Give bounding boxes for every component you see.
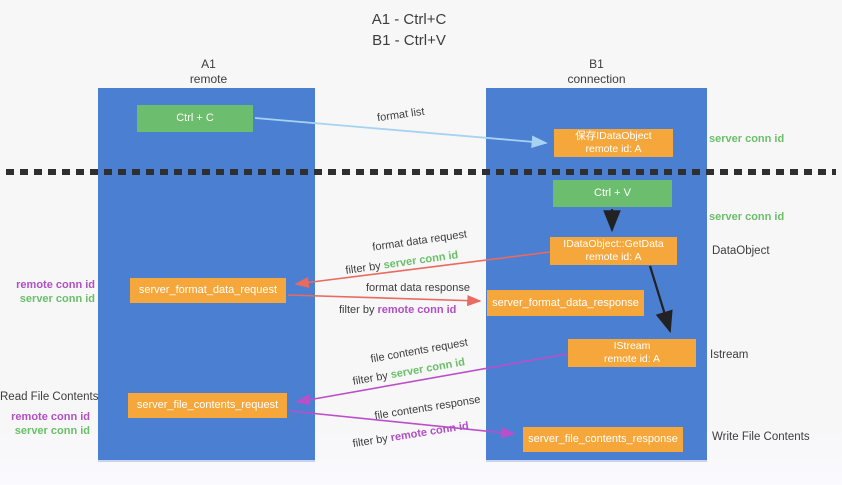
label-remote-conn-id-left-2: remote conn id — [11, 411, 90, 423]
left-conn-id-stack-1: remote conn id server conn id — [0, 278, 95, 306]
label-filter-by-server-1: filter by server conn id — [345, 249, 459, 277]
lifeline-header-b1: B1 connection — [486, 57, 707, 87]
label-write-file-contents: Write File Contents — [712, 431, 810, 443]
label-dataobject: DataObject — [712, 245, 770, 257]
label-server-conn-id-left-2: server conn id — [14, 425, 90, 437]
remote-conn-id-text: remote conn id — [377, 304, 457, 316]
server-format-data-response-label: server_format_data_response — [492, 296, 639, 309]
node-server-format-data-response: server_format_data_response — [487, 290, 644, 316]
node-istream: IStream remote id: A — [568, 339, 696, 367]
label-server-conn-id-right-top: server conn id — [709, 133, 785, 145]
label-remote-conn-id-left-1: remote conn id — [16, 279, 95, 291]
label-server-conn-id-right-mid: server conn id — [709, 211, 785, 223]
server-file-contents-response-label: server_file_contents_response — [528, 433, 678, 445]
label-istream-side: Istream — [710, 349, 749, 361]
filter-by-text: filter by — [344, 260, 382, 277]
title-line-a1: A1 - Ctrl+C — [371, 11, 447, 28]
getdata-line1: IDataObject::GetData — [563, 238, 664, 250]
lifeline-b1-role: connection — [567, 72, 626, 86]
node-server-format-data-request: server_format_data_request — [130, 278, 286, 303]
server-file-contents-request-label: server_file_contents_request — [136, 399, 279, 411]
label-filter-by-remote-1: filter by remote conn id — [339, 304, 456, 316]
diagram-title: A1 - Ctrl+C B1 - Ctrl+V — [309, 9, 509, 51]
istream-line1: IStream — [613, 340, 651, 352]
node-server-file-contents-response: server_file_contents_response — [523, 427, 683, 452]
label-filter-by-remote-2: filter by remote conn id — [352, 420, 470, 450]
filter-by-text: filter by — [339, 304, 375, 316]
label-filter-by-server-2: filter by server conn id — [352, 356, 466, 388]
remote-conn-id-text: remote conn id — [389, 419, 470, 445]
title-line-b1: B1 - Ctrl+V — [372, 32, 446, 49]
node-save-idataobject: 保存IDataObject remote id: A — [554, 129, 673, 157]
label-file-contents-response: file contents response — [373, 393, 482, 423]
node-ctrl-c: Ctrl + C — [137, 105, 253, 132]
lifeline-b1-name: B1 — [589, 57, 604, 71]
filter-by-text: filter by — [351, 432, 389, 451]
server-conn-id-text: server conn id — [382, 249, 460, 272]
ctrl-c-label: Ctrl + C — [176, 112, 214, 124]
getdata-line2: remote id: A — [585, 251, 642, 263]
label-server-conn-id-left-1: server conn id — [19, 293, 95, 305]
node-idataobject-getdata: IDataObject::GetData remote id: A — [550, 237, 677, 265]
lifeline-a1-role: remote — [189, 72, 228, 86]
label-format-data-response: format data response — [366, 282, 470, 294]
label-read-file-contents: Read File Contents — [0, 391, 99, 403]
ctrl-v-label: Ctrl + V — [594, 187, 631, 199]
server-format-data-request-label: server_format_data_request — [138, 284, 278, 296]
phase-separator-dotted-line — [6, 169, 836, 175]
filter-by-text: filter by — [351, 369, 389, 388]
node-ctrl-v: Ctrl + V — [553, 180, 672, 207]
label-format-list: format list — [376, 105, 426, 125]
node-server-file-contents-request: server_file_contents_request — [128, 393, 287, 418]
save-idataobject-line2: remote id: A — [585, 143, 642, 155]
lifeline-a1-name: A1 — [201, 57, 216, 71]
save-idataobject-line1: 保存IDataObject — [575, 130, 652, 142]
arrow-format-data-response — [287, 294, 482, 307]
istream-line2: remote id: A — [603, 353, 661, 365]
lifeline-header-a1: A1 remote — [98, 57, 319, 87]
left-conn-id-stack-2: remote conn id server conn id — [0, 410, 90, 438]
